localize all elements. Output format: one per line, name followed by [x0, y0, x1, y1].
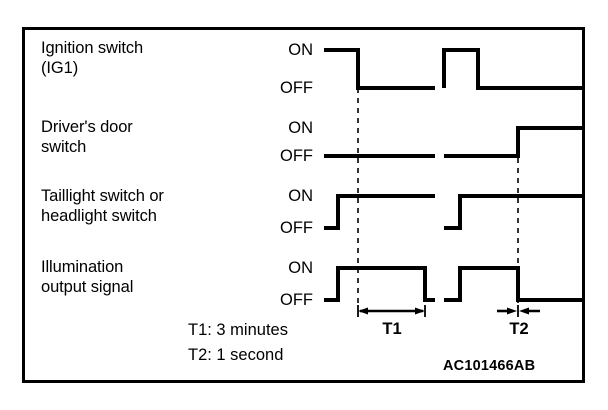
note-t2-duration: T2: 1 second	[188, 346, 284, 364]
state-label-taillight-off: OFF	[280, 219, 313, 237]
state-label-taillight-on: ON	[288, 187, 313, 205]
figure-code: AC101466AB	[443, 358, 536, 374]
row-label-illumination-output-signal: Illumination output signal	[41, 258, 134, 296]
state-label-illumination-off: OFF	[280, 291, 313, 309]
state-label-ignition-on: ON	[288, 41, 313, 59]
row-label-taillight-switch: Taillight switch or headlight switch	[41, 187, 164, 225]
t2-marker-label: T2	[509, 320, 529, 338]
state-label-illumination-on: ON	[288, 259, 313, 277]
note-t1-duration: T1: 3 minutes	[188, 321, 288, 339]
row-label-ignition-switch: Ignition switch (IG1)	[41, 39, 144, 77]
t1-marker-label: T1	[382, 320, 402, 338]
state-label-door-on: ON	[288, 119, 313, 137]
state-label-door-off: OFF	[280, 147, 313, 165]
row-label-drivers-door-switch: Driver's door switch	[41, 118, 133, 156]
state-label-ignition-off: OFF	[280, 79, 313, 97]
